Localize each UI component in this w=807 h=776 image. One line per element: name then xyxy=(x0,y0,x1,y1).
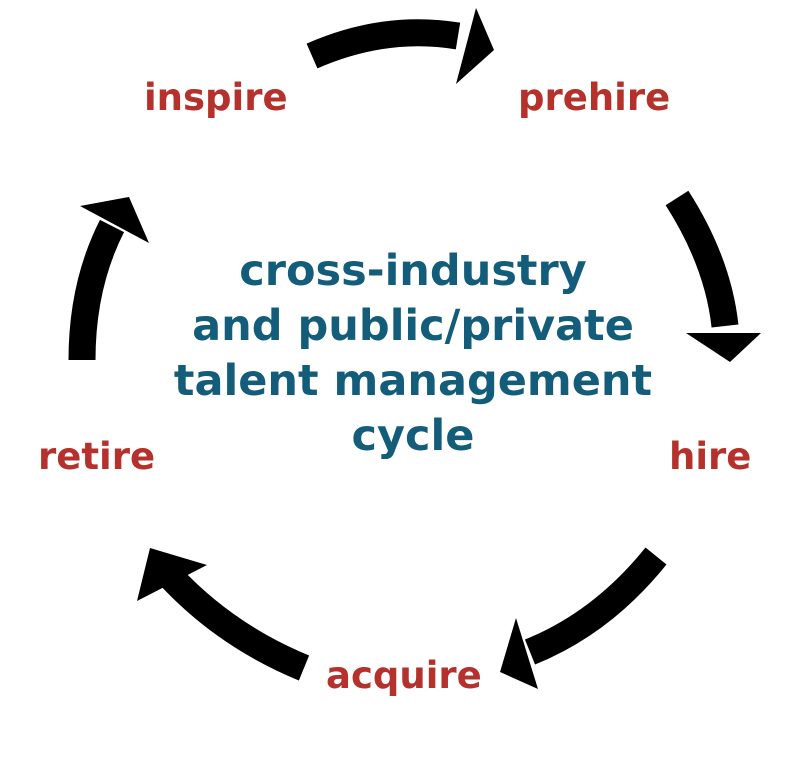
cycle-title-line: talent management xyxy=(173,356,653,406)
stage-label-inspire: inspire xyxy=(144,76,288,119)
cycle-title-line: and public/private xyxy=(192,301,634,351)
arrow-prehire-to-hire xyxy=(665,190,761,362)
cycle-title-line: cross-industry xyxy=(239,246,587,296)
cycle-title-line: cycle xyxy=(351,411,475,461)
arrow-acquire-to-retire xyxy=(137,548,310,681)
stage-label-hire: hire xyxy=(669,435,752,478)
stage-label-prehire: prehire xyxy=(518,76,671,119)
stage-label-retire: retire xyxy=(38,435,156,478)
arrow-hire-to-acquire xyxy=(500,547,667,689)
arrow-retire-to-inspire xyxy=(68,197,149,361)
cycle-title: cross-industry and public/private talent… xyxy=(150,244,676,464)
arrow-inspire-to-prehire xyxy=(306,8,494,84)
stage-label-acquire: acquire xyxy=(326,654,482,697)
